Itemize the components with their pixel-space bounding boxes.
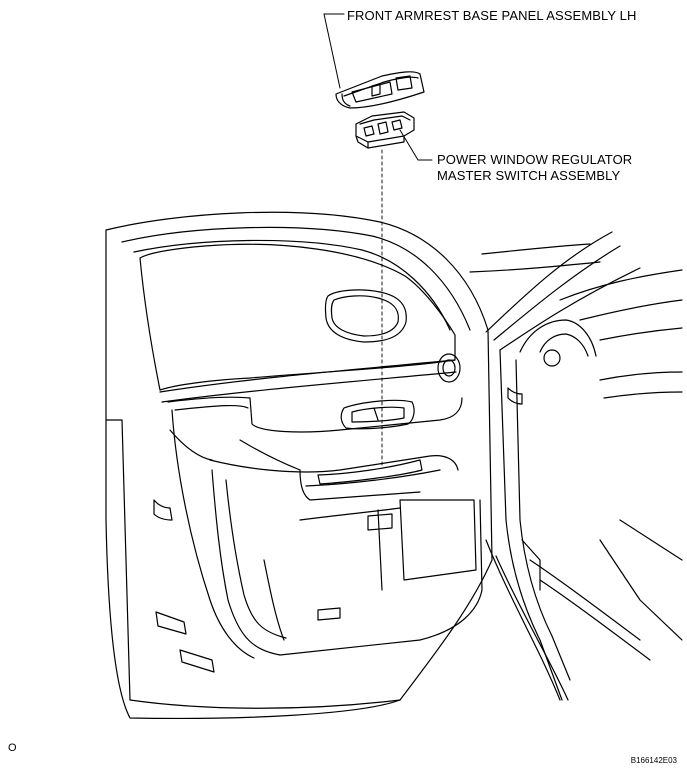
- master-switch-label-line1: POWER WINDOW REGULATOR: [437, 152, 633, 167]
- armrest-base-panel-part: [335, 71, 425, 109]
- switch-leader-line: [399, 129, 433, 161]
- corner-mark: O: [8, 742, 17, 754]
- vehicle-body-opening: [469, 231, 683, 701]
- master-switch-label-line2: MASTER SWITCH ASSEMBLY: [437, 168, 621, 183]
- power-window-master-switch-part: [355, 111, 415, 149]
- armrest-leader-line: [323, 13, 345, 89]
- front-door-panel: [105, 211, 493, 720]
- armrest-base-panel-label: FRONT ARMREST BASE PANEL ASSEMBLY LH: [347, 8, 637, 23]
- figure-code: B166142E03: [630, 756, 677, 765]
